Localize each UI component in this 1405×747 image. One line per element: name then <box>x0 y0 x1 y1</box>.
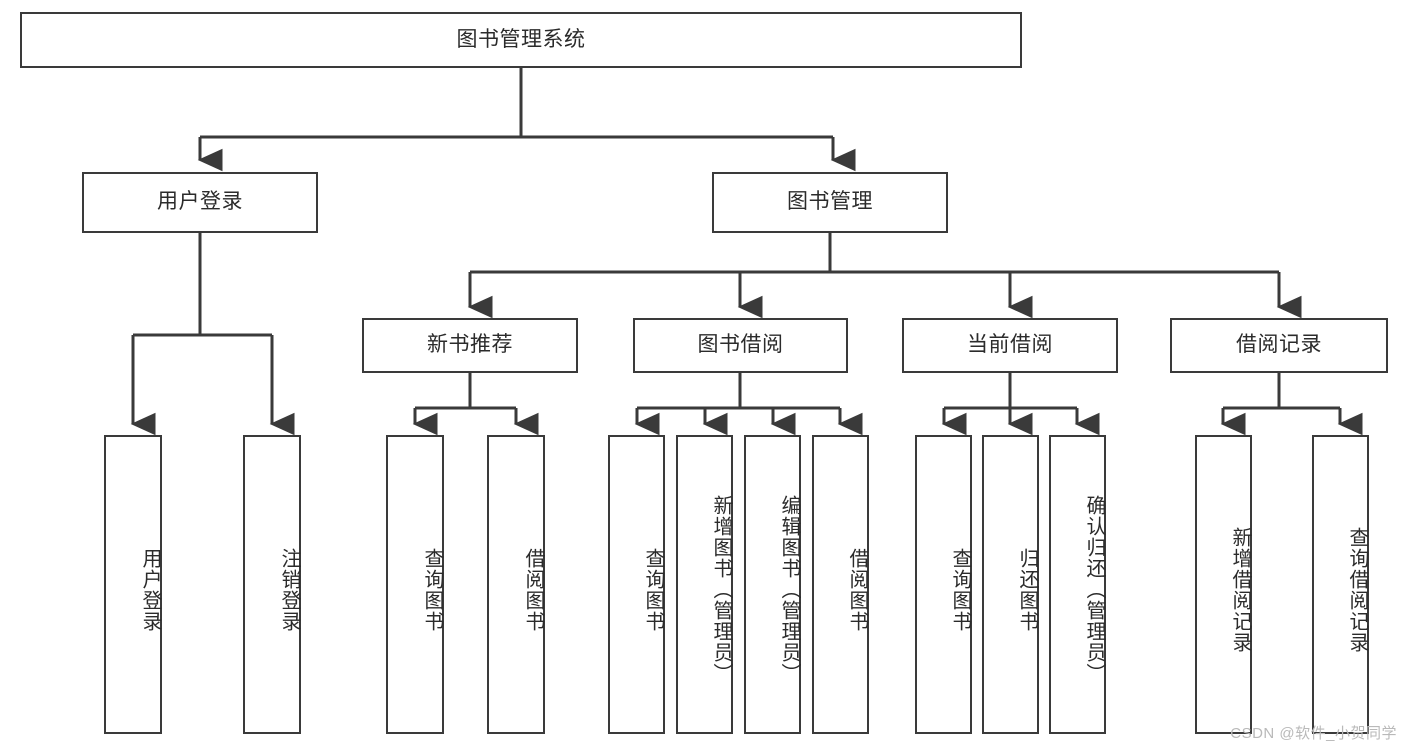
leaf-query-book-borrow-label: 查询图书 <box>642 547 664 632</box>
leaf-logout-label: 注销登录 <box>278 547 300 632</box>
node-user-login-label: 用户登录 <box>157 190 243 214</box>
node-book-management[interactable]: 图书管理 <box>712 172 948 233</box>
leaf-borrow-book-recommend-label: 借阅图书 <box>522 547 544 632</box>
leaf-add-book-admin[interactable]: 新增图书（管理员） <box>676 435 733 734</box>
node-new-book-recommend[interactable]: 新书推荐 <box>362 318 578 373</box>
leaf-query-borrow-record[interactable]: 查询借阅记录 <box>1312 435 1369 734</box>
node-current-borrow-label: 当前借阅 <box>967 333 1053 357</box>
node-new-book-recommend-label: 新书推荐 <box>427 333 513 357</box>
leaf-query-borrow-record-label: 查询借阅记录 <box>1346 526 1368 653</box>
leaf-return-book-label: 归还图书 <box>1016 547 1038 632</box>
node-borrow-record[interactable]: 借阅记录 <box>1170 318 1388 373</box>
leaf-borrow-book-recommend[interactable]: 借阅图书 <box>487 435 545 734</box>
leaf-edit-book-admin[interactable]: 编辑图书（管理员） <box>744 435 801 734</box>
leaf-confirm-return-admin-label: 确认归还（管理员） <box>1083 495 1105 684</box>
node-book-borrow[interactable]: 图书借阅 <box>633 318 848 373</box>
leaf-add-book-admin-label: 新增图书（管理员） <box>710 495 732 684</box>
leaf-borrow-book[interactable]: 借阅图书 <box>812 435 869 734</box>
leaf-borrow-book-label: 借阅图书 <box>846 547 868 632</box>
leaf-edit-book-admin-label: 编辑图书（管理员） <box>778 495 800 684</box>
leaf-query-book-current-label: 查询图书 <box>949 547 971 632</box>
leaf-return-book[interactable]: 归还图书 <box>982 435 1039 734</box>
node-root[interactable]: 图书管理系统 <box>20 12 1022 68</box>
node-user-login[interactable]: 用户登录 <box>82 172 318 233</box>
leaf-user-login[interactable]: 用户登录 <box>104 435 162 734</box>
leaf-add-borrow-record[interactable]: 新增借阅记录 <box>1195 435 1252 734</box>
leaf-logout[interactable]: 注销登录 <box>243 435 301 734</box>
node-book-management-label: 图书管理 <box>787 190 873 214</box>
leaf-add-borrow-record-label: 新增借阅记录 <box>1229 526 1251 653</box>
node-borrow-record-label: 借阅记录 <box>1236 333 1322 357</box>
leaf-query-book-recommend[interactable]: 查询图书 <box>386 435 444 734</box>
watermark: CSDN @软件_小贺同学 <box>1230 725 1397 742</box>
node-book-borrow-label: 图书借阅 <box>697 333 784 357</box>
leaf-query-book-borrow[interactable]: 查询图书 <box>608 435 665 734</box>
leaf-query-book-current[interactable]: 查询图书 <box>915 435 972 734</box>
leaf-confirm-return-admin[interactable]: 确认归还（管理员） <box>1049 435 1106 734</box>
leaf-user-login-label: 用户登录 <box>139 547 161 632</box>
leaf-query-book-recommend-label: 查询图书 <box>421 547 443 632</box>
node-current-borrow[interactable]: 当前借阅 <box>902 318 1118 373</box>
node-root-label: 图书管理系统 <box>456 27 586 51</box>
